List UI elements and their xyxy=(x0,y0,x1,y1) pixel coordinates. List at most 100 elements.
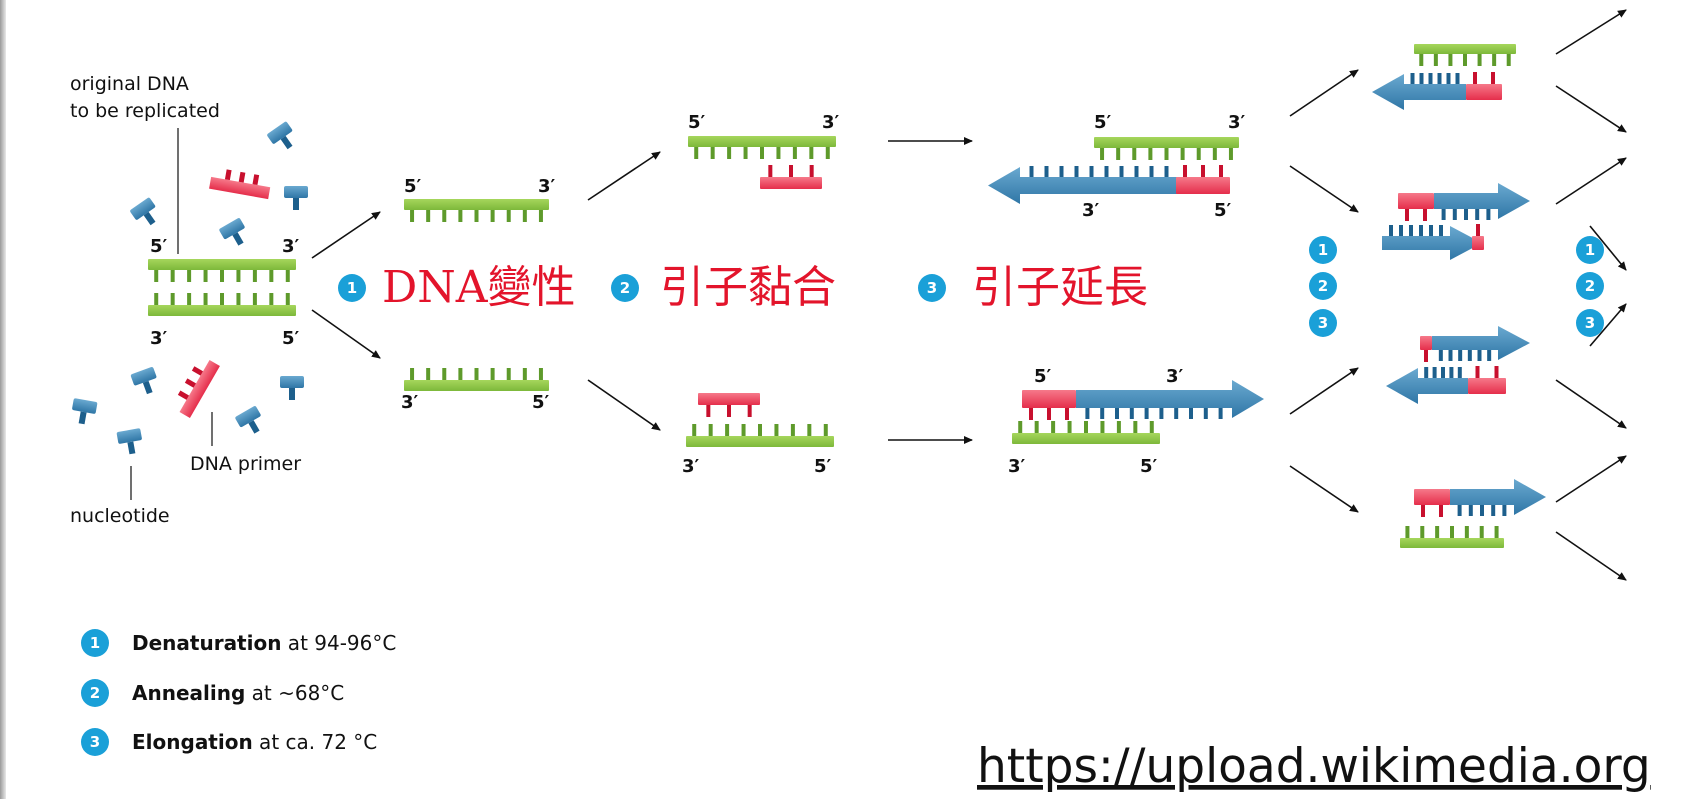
elongation-bottom-template xyxy=(1012,421,1160,444)
free-primer-bottom-base xyxy=(184,378,197,388)
arrow-c2-c xyxy=(1289,367,1359,415)
cycle-badge-r1-number: 1 xyxy=(1585,241,1595,259)
cycle2-d-blue-base xyxy=(1480,505,1484,516)
nucleotide-5 xyxy=(130,367,157,395)
cycle-badge-1 xyxy=(1309,236,1337,264)
nucleotide-7-head xyxy=(116,428,142,444)
cycle2-d-green xyxy=(1400,526,1504,548)
annealing-top-template-base xyxy=(743,147,748,159)
annealing-top-template-backbone xyxy=(688,136,836,147)
elongation-bottom-new-strand-base xyxy=(1100,408,1105,419)
elongation-top-new-strand-base xyxy=(1119,166,1124,177)
denatured-bottom-strand-base xyxy=(410,368,415,380)
cycle2-a-green-base xyxy=(1492,54,1497,66)
original-dna-bottom-strand xyxy=(148,293,296,316)
original-dna-top-strand-base xyxy=(170,270,175,282)
denatured-top-strand-base xyxy=(522,210,527,222)
denatured-bottom-strand-base xyxy=(458,368,463,380)
nucleotide-9-stem xyxy=(289,388,295,400)
denatured-bottom-strand-base xyxy=(522,368,527,380)
elongation-bottom-new-strand-base xyxy=(1189,408,1193,419)
original-dna-bottom-strand-backbone xyxy=(148,305,296,316)
elongation-bottom-5-end: 5′ xyxy=(1140,456,1158,477)
label-nucleotide: nucleotide xyxy=(70,505,170,527)
original-dna-top-strand-base xyxy=(269,270,274,282)
cycle2-b-blue-body xyxy=(1434,183,1530,219)
annealing-bottom-primer xyxy=(698,393,760,417)
cycle2-b-blue2-base xyxy=(1409,225,1413,236)
source-url[interactable]: https://upload.wikimedia.org xyxy=(977,739,1651,794)
nucleotide-4-head xyxy=(284,186,308,198)
arrow-c2-d xyxy=(1289,465,1359,513)
step-3-number: 3 xyxy=(927,279,937,297)
elongation-top-template-base xyxy=(1164,148,1169,160)
annealing-top-template-base xyxy=(792,147,797,159)
elongation-bottom-primer-base xyxy=(1047,408,1051,420)
denatured-top-3-end: 3′ xyxy=(538,176,556,197)
elongation-bottom-template-base xyxy=(1149,421,1154,433)
cycle2-a-green-backbone xyxy=(1414,44,1516,54)
nucleotide-5-stem xyxy=(142,380,153,395)
cycle2-d-green-base xyxy=(1450,526,1454,538)
arrow-c3-2 xyxy=(1555,85,1627,133)
annealing-top-template-base xyxy=(710,147,715,159)
cycle2-c-blue xyxy=(1386,367,1468,404)
original-dna-bottom-strand-base xyxy=(170,293,175,305)
denatured-bottom-strand-backbone xyxy=(404,380,549,391)
nucleotide-4 xyxy=(284,186,308,210)
elongation-bottom-new-strand-base xyxy=(1144,408,1149,419)
elongation-bottom-new-strand-base xyxy=(1174,408,1179,419)
elongation-top-3-end-new: 3′ xyxy=(1082,200,1100,221)
arrow-c3-3 xyxy=(1555,157,1627,205)
original-dna-bottom-strand-base xyxy=(154,293,159,305)
legend-badge-1-number: 1 xyxy=(90,634,100,652)
label-original-dna-line1: original DNA xyxy=(70,73,189,95)
elongation-bottom-template-base xyxy=(1133,421,1138,433)
cycle2-a-blue-base xyxy=(1446,73,1451,84)
elongation-bottom-template-base xyxy=(1100,421,1105,433)
nucleotide-9-head xyxy=(280,376,304,388)
cycle2-a-green-base xyxy=(1506,54,1511,66)
cycle2-a-red xyxy=(1466,72,1502,100)
cycle2-d-blue-base xyxy=(1468,505,1473,516)
free-particles xyxy=(72,121,308,455)
annealing-top-template-base xyxy=(825,147,830,159)
cycle-badge-1-number: 1 xyxy=(1318,241,1328,259)
original-dna-top-strand-base xyxy=(154,270,159,282)
cycle2-d-green-base xyxy=(1464,526,1469,538)
original-dna-top-strand xyxy=(148,259,296,282)
nucleotide-7-stem xyxy=(127,441,136,455)
label-dna-primer: DNA primer xyxy=(190,453,301,475)
cycle2-a-blue-body xyxy=(1372,74,1466,110)
annealing-top-3-end: 3′ xyxy=(822,112,840,133)
cycle2-a-blue-base xyxy=(1419,73,1424,84)
flow-arrows xyxy=(311,9,1627,581)
legend-badge-2 xyxy=(81,679,109,707)
nucleotide-1-stem xyxy=(280,135,293,150)
denatured-bottom-strand-base xyxy=(426,368,431,380)
cycle2-c-blue2-base xyxy=(1448,350,1453,361)
free-primer-top-body xyxy=(209,176,271,200)
annealing-top-template-base xyxy=(776,147,781,159)
arrow-denature-bottom xyxy=(311,309,381,359)
cycle2-d-blue xyxy=(1450,479,1546,516)
denatured-top-strand-base xyxy=(426,210,431,222)
elongation-top-new-strand-base xyxy=(1029,166,1034,177)
elongation-top-5-end: 5′ xyxy=(1094,112,1112,133)
elongation-bottom-template-base xyxy=(1084,421,1088,433)
cycle2-c-blue2-base xyxy=(1458,350,1463,361)
cycle2-c-red-backbone xyxy=(1468,378,1506,394)
elongation-bottom-template-base xyxy=(1051,421,1056,433)
arrow-denature-top xyxy=(311,211,381,259)
arrow-c3-1 xyxy=(1555,9,1627,55)
cycle2-b-red-backbone xyxy=(1398,193,1434,209)
elongation-bottom-new-strand-base xyxy=(1159,408,1164,419)
elongation-top-template-base xyxy=(1180,148,1185,160)
denatured-top-5-end: 5′ xyxy=(404,176,422,197)
elongation-top-3-end: 3′ xyxy=(1228,112,1246,133)
arrow-anneal-top xyxy=(587,151,661,201)
cycle2-c-blue-body xyxy=(1386,368,1468,404)
original-dna-top-strand-base xyxy=(236,270,241,282)
denatured-bottom-3-end: 3′ xyxy=(401,392,419,413)
